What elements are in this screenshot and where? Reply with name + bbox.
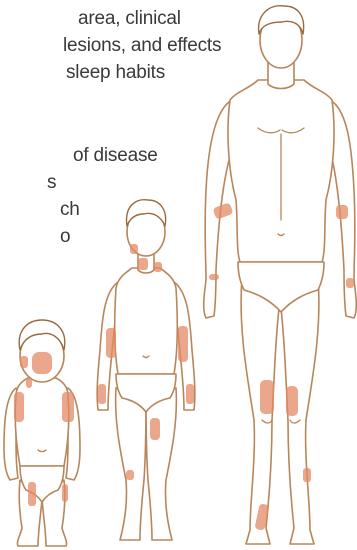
- toddler-figure: [4, 320, 80, 546]
- child-right-leg: [146, 388, 176, 540]
- child-left-leg: [116, 388, 146, 540]
- adult-right-leg: [280, 278, 319, 544]
- adult-figure: [204, 6, 357, 544]
- child-figure: [97, 200, 195, 540]
- toddler-torso: [15, 378, 69, 466]
